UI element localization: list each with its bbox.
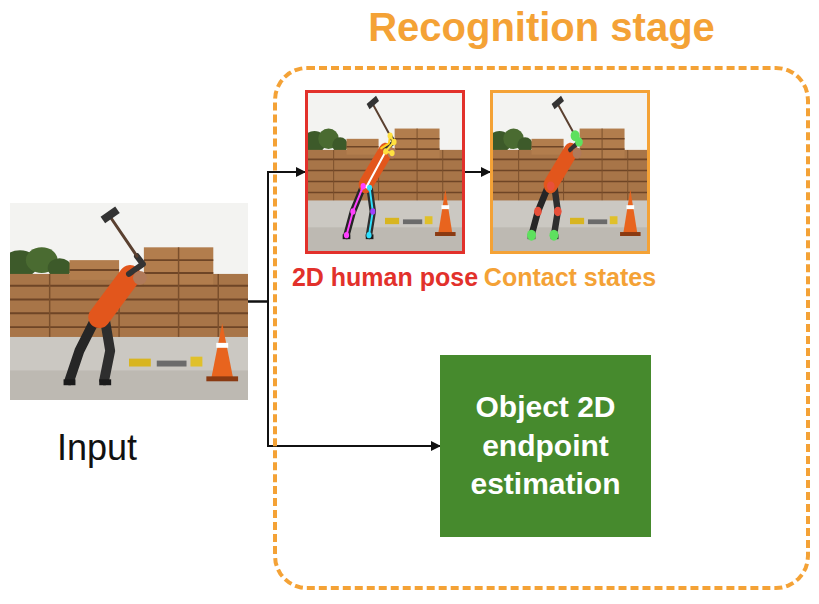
contact-image: Contact states bbox=[490, 90, 650, 254]
input-label: Input bbox=[57, 427, 137, 469]
pose-label: 2D human pose bbox=[292, 263, 478, 292]
stage-region: Recognition stage2D human poseContact st… bbox=[273, 66, 810, 590]
photo-illustration bbox=[10, 203, 248, 400]
input-image: Input bbox=[10, 203, 248, 400]
process-label: Object 2D endpoint estimation bbox=[440, 388, 651, 503]
stage-title: Recognition stage bbox=[277, 4, 806, 50]
flow-arrow bbox=[465, 171, 490, 173]
photo-illustration bbox=[308, 93, 462, 251]
process-box: Object 2D endpoint estimation bbox=[440, 355, 651, 537]
photo-illustration bbox=[493, 93, 647, 251]
contact-label: Contact states bbox=[484, 263, 656, 292]
pose-image: 2D human pose bbox=[305, 90, 465, 254]
